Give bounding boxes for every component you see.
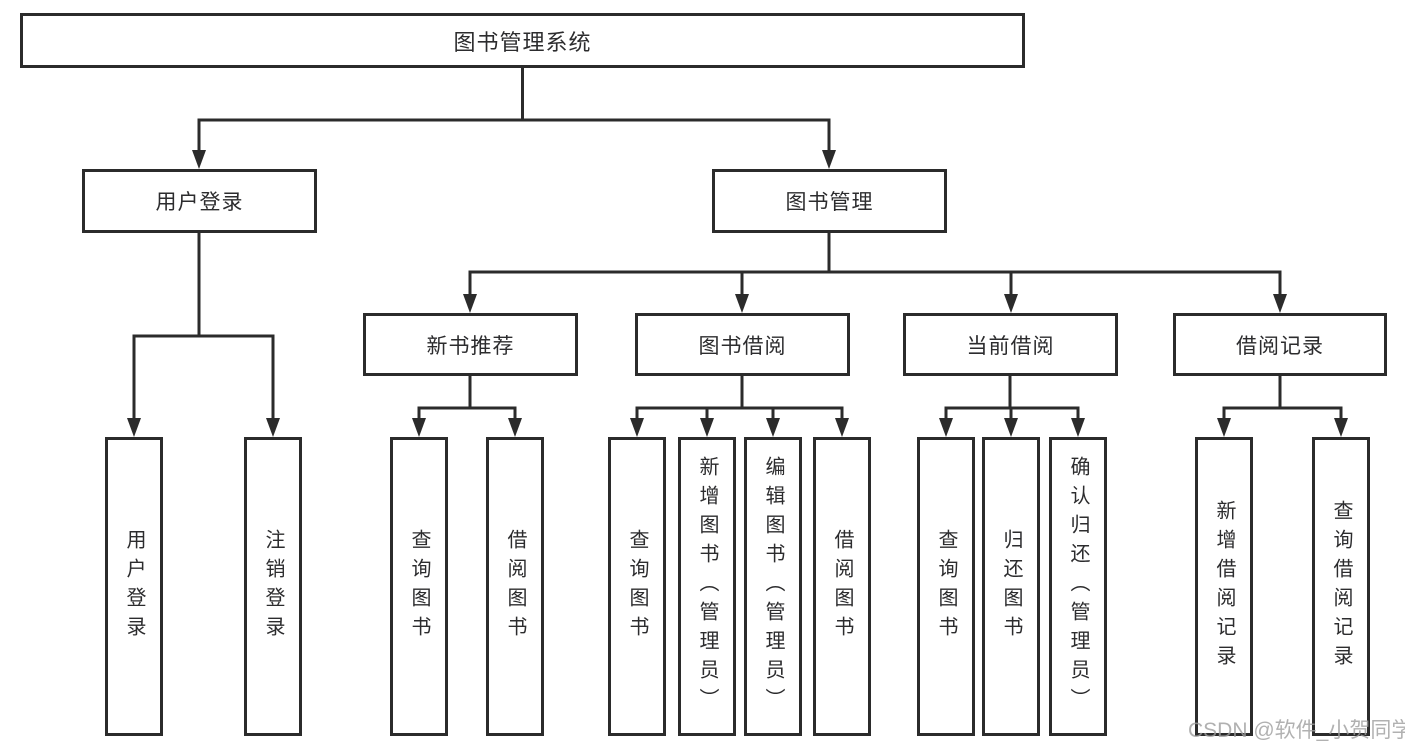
node-label: 归还图书 xyxy=(1000,528,1022,645)
node-label: 借阅记录 xyxy=(1236,334,1324,358)
leaf-confirm-return-admin: 确认归还（管理员） xyxy=(1049,437,1107,736)
node-label: 图书管理系统 xyxy=(453,29,592,55)
csdn-watermark: CSDN @软件_小贺同学 xyxy=(1188,719,1405,742)
node-label: 查询借阅记录 xyxy=(1330,499,1352,674)
node-book-borrowing: 图书借阅 xyxy=(635,313,850,376)
leaf-edit-book-admin: 编辑图书（管理员） xyxy=(744,437,802,736)
node-borrowing-records: 借阅记录 xyxy=(1173,313,1387,376)
leaf-query-books-borrowing: 查询图书 xyxy=(608,437,666,736)
leaf-add-book-admin: 新增图书（管理员） xyxy=(678,437,736,736)
node-label: 图书借阅 xyxy=(698,334,787,358)
node-label: 用户登录 xyxy=(155,191,244,214)
node-label: 用户登录 xyxy=(123,528,145,645)
node-user-login: 用户登录 xyxy=(82,169,317,233)
node-library-management-system: 图书管理系统 xyxy=(20,13,1025,68)
leaf-query-books-current: 查询图书 xyxy=(917,437,975,736)
node-label: 借阅图书 xyxy=(831,528,853,645)
leaf-query-books-recommend: 查询图书 xyxy=(390,437,448,736)
leaf-user-login: 用户登录 xyxy=(105,437,163,736)
leaf-add-borrow-record: 新增借阅记录 xyxy=(1195,437,1253,736)
arrowheads xyxy=(127,150,1348,437)
node-label: 当前借阅 xyxy=(966,334,1055,358)
node-label: 确认归还（管理员） xyxy=(1067,456,1089,717)
leaf-query-borrow-record: 查询借阅记录 xyxy=(1312,437,1370,736)
node-label: 新书推荐 xyxy=(426,334,515,358)
node-label: 新增借阅记录 xyxy=(1213,499,1235,674)
node-label: 注销登录 xyxy=(262,528,284,645)
leaf-logout: 注销登录 xyxy=(244,437,302,736)
node-label: 查询图书 xyxy=(408,528,430,645)
node-label: 编辑图书（管理员） xyxy=(762,456,784,717)
node-label: 借阅图书 xyxy=(504,528,526,645)
leaf-borrow-books-borrowing: 借阅图书 xyxy=(813,437,871,736)
node-label: 新增图书（管理员） xyxy=(696,456,718,717)
node-new-book-recommendation: 新书推荐 xyxy=(363,313,578,376)
node-book-management: 图书管理 xyxy=(712,169,947,233)
node-label: 查询图书 xyxy=(626,528,648,645)
leaf-borrow-books-recommend: 借阅图书 xyxy=(486,437,544,736)
node-label: 图书管理 xyxy=(785,191,874,214)
node-label: 查询图书 xyxy=(935,528,957,645)
node-current-borrowing: 当前借阅 xyxy=(903,313,1118,376)
leaf-return-book: 归还图书 xyxy=(982,437,1040,736)
